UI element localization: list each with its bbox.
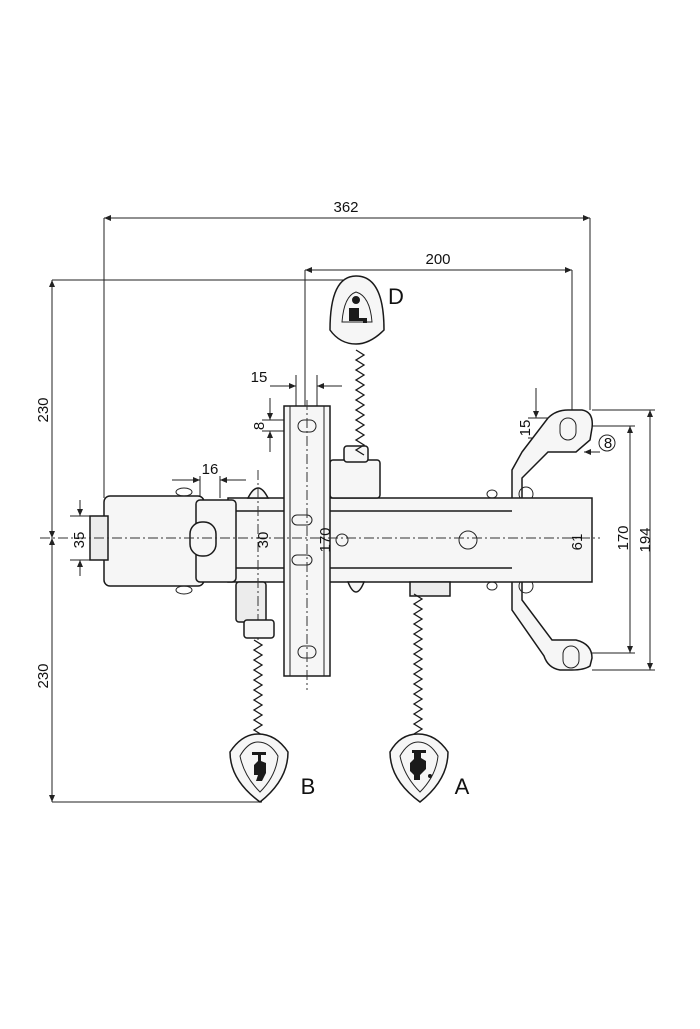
dim-plate-overall: 194	[637, 527, 654, 552]
lever-label-a: A	[455, 774, 470, 799]
dim-height-upper: 230	[35, 397, 52, 422]
dim-overall-width: 362	[333, 199, 358, 216]
dim-lever-span: 200	[425, 251, 450, 268]
dim-slot-width: 15	[251, 369, 268, 386]
left-housing	[89, 445, 451, 623]
dim-block-width: 16	[202, 461, 219, 478]
dim-height-lower: 230	[35, 663, 52, 688]
dim-bracket-height: 170	[317, 527, 334, 552]
seat-height-icon	[410, 750, 426, 780]
dim-slot-height: 8	[251, 422, 268, 430]
lever-label-b: B	[301, 774, 316, 799]
dim-plate-offset: 8	[604, 435, 612, 452]
mounting-plate	[511, 409, 616, 671]
dim-shaft-dia: 35	[71, 532, 88, 549]
dim-hole-spacing: 30	[255, 532, 272, 549]
main-beam	[227, 489, 593, 591]
seat-person-icon	[349, 296, 367, 323]
dim-plate-hole-spacing: 170	[615, 525, 632, 550]
center-lines	[40, 400, 600, 690]
seat-tilt-icon	[252, 752, 266, 781]
dim-plate-slot: 15	[517, 420, 534, 437]
dim-plate-width: 61	[569, 534, 586, 551]
dimension-labels: 362 200 230 230 15 8 16 35 30 170 15 8 6…	[35, 199, 654, 689]
lever-labels: D B A	[301, 284, 470, 799]
lever-a	[389, 593, 449, 803]
lever-label-d: D	[388, 284, 404, 309]
lever-d	[329, 275, 385, 456]
lever-b	[229, 619, 289, 803]
